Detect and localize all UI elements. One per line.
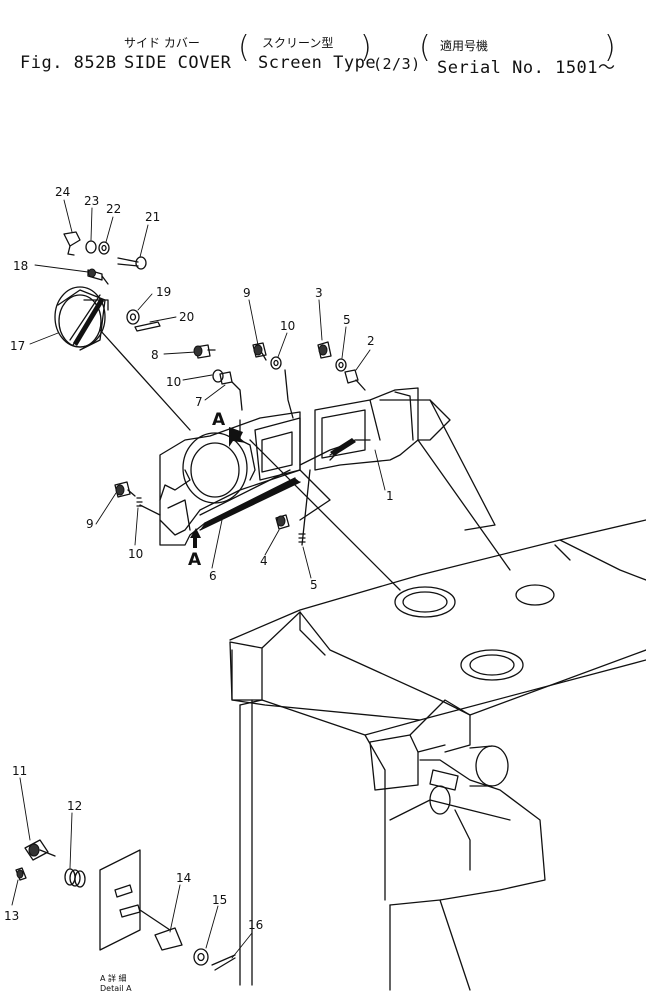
callout-9-a: 9: [243, 286, 251, 300]
paren-close-1: ): [360, 30, 372, 65]
screen-type-english: Screen Type: [258, 53, 377, 73]
callout-23: 23: [84, 194, 100, 208]
callout-18: 18: [13, 259, 29, 273]
callout-14: 14: [176, 871, 192, 885]
callout-19: 19: [156, 285, 172, 299]
paren-open-2: (: [419, 30, 431, 65]
paren-open-1: (: [238, 30, 250, 65]
title-english: SIDE COVER: [124, 53, 232, 73]
screen-hatching: [73, 298, 356, 530]
callout-10-b: 10: [280, 319, 296, 333]
figure-number: Fig. 852B: [20, 53, 117, 73]
callout-2: 2: [367, 334, 375, 348]
callout-20: 20: [179, 310, 195, 324]
side-panel: [299, 387, 511, 571]
screen-type-japanese: スクリーン型: [262, 36, 334, 50]
paren-close-2: ): [604, 30, 616, 65]
detail-caption-english: Detail A: [100, 984, 132, 993]
callout-15: 15: [212, 893, 228, 907]
callout-1: 1: [386, 489, 394, 503]
callout-17: 17: [10, 339, 26, 353]
frame-body: [229, 519, 646, 991]
callout-3: 3: [315, 286, 323, 300]
callout-10-a: 10: [166, 375, 182, 389]
cap-cover: [54, 286, 109, 351]
serial-english: Serial No. 1501～: [437, 58, 616, 78]
callout-11: 11: [12, 764, 28, 778]
callout-8: 8: [151, 348, 159, 362]
view-arrow-markers: [190, 427, 246, 548]
leader-lines: [11, 199, 386, 959]
callout-9-b: 9: [86, 517, 94, 531]
page-indicator: (2/3): [373, 55, 421, 73]
callout-4: 4: [260, 554, 268, 568]
callout-7: 7: [195, 395, 203, 409]
screen-cover-assembly: [99, 329, 401, 591]
bolt-heads: [16, 268, 328, 879]
callout-21: 21: [145, 210, 161, 224]
view-arrow-label-upper: A: [212, 410, 226, 430]
callout-12: 12: [67, 799, 83, 813]
serial-japanese: 適用号機: [440, 39, 489, 53]
detail-a-drawing: [15, 839, 236, 971]
callout-22: 22: [106, 202, 122, 216]
callout-16: 16: [248, 918, 264, 932]
title-japanese: サイド カバー: [124, 36, 200, 50]
callout-10-c: 10: [128, 547, 144, 561]
callout-5-b: 5: [310, 578, 318, 592]
callout-13: 13: [4, 909, 20, 923]
callout-24: 24: [55, 185, 71, 199]
callout-6: 6: [209, 569, 217, 583]
callout-5-a: 5: [343, 313, 351, 327]
view-arrow-label-lower: A: [188, 550, 202, 570]
detail-caption-japanese: A 詳 細: [100, 974, 127, 983]
hardware: [63, 231, 366, 546]
